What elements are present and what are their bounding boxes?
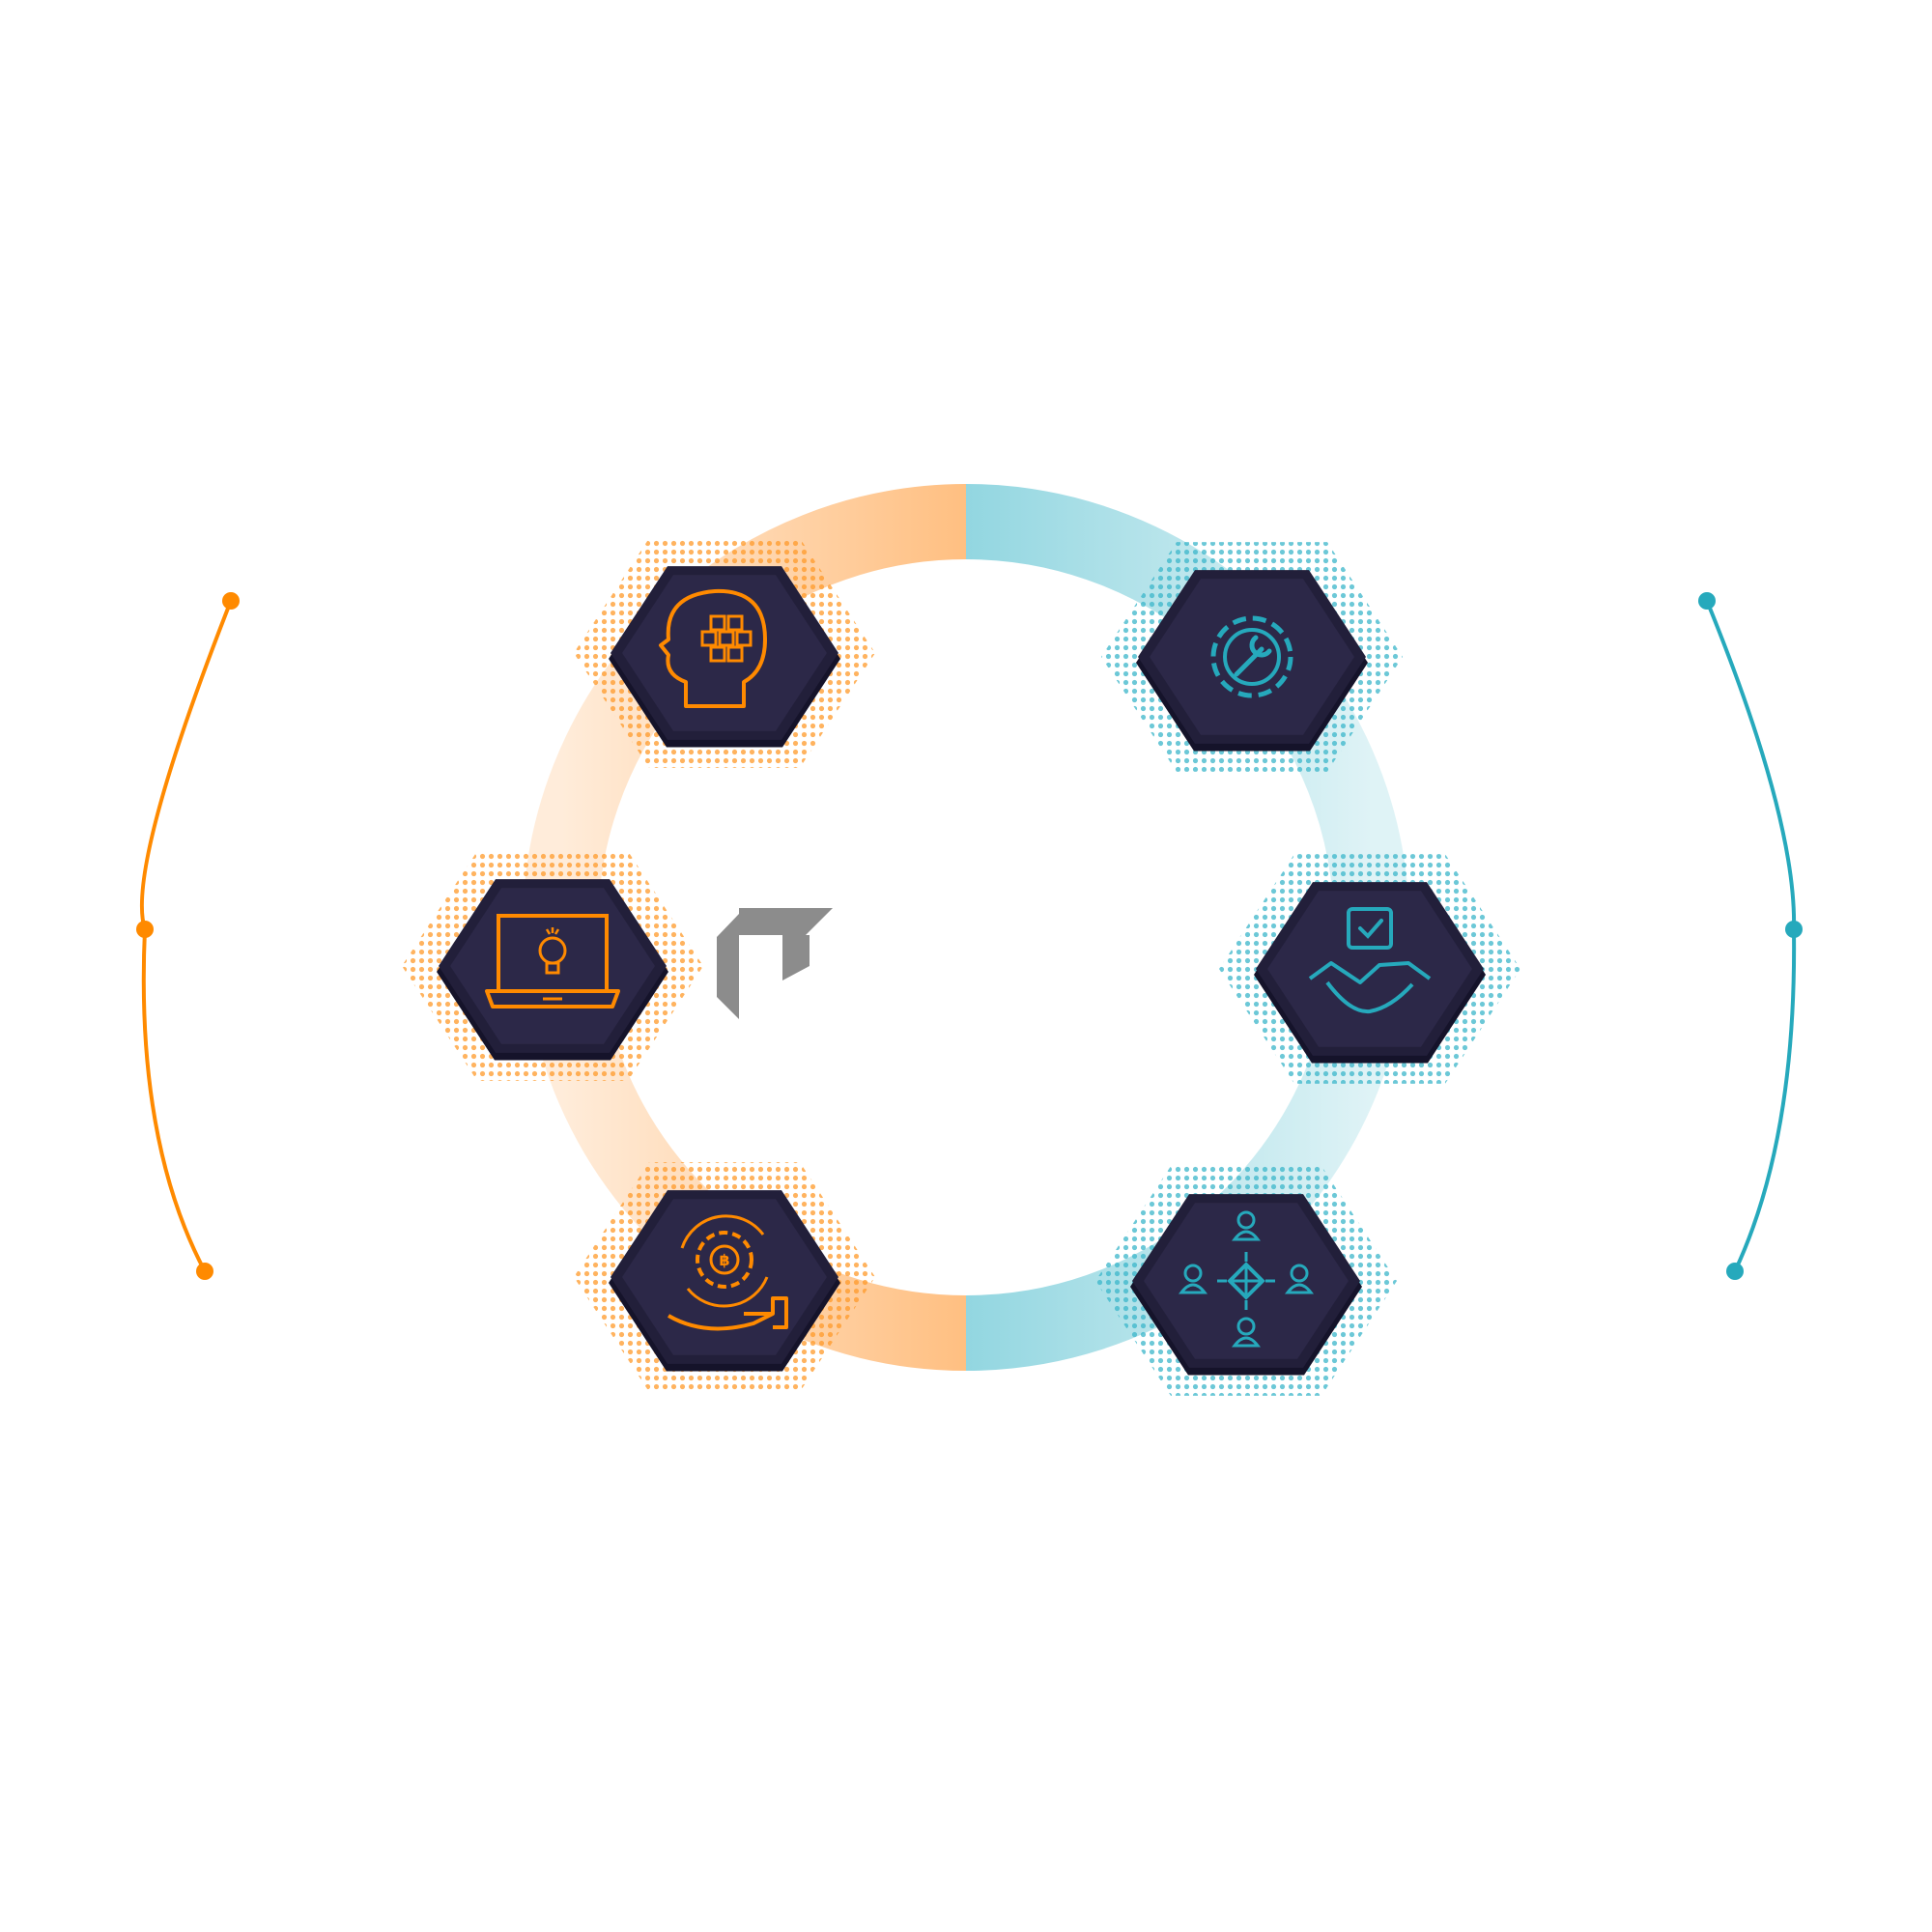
left-bracket bbox=[136, 592, 240, 1280]
hex-nodes: ฿ bbox=[402, 538, 1520, 1396]
hex-node-left-3: ฿ bbox=[574, 1162, 875, 1392]
brain-blockchain-icon bbox=[659, 588, 767, 708]
handshake-check-icon bbox=[1308, 907, 1432, 1014]
gear-wrench-icon bbox=[1210, 615, 1293, 698]
logo-mark-icon bbox=[717, 908, 833, 1019]
right-bracket bbox=[1698, 592, 1803, 1280]
hex-node-right-1 bbox=[1101, 542, 1403, 772]
svg-text:฿: ฿ bbox=[719, 1251, 729, 1269]
hex-node-left-2 bbox=[402, 851, 703, 1081]
hand-gear-bitcoin-icon: ฿ bbox=[667, 1214, 788, 1331]
laptop-lightbulb-icon bbox=[485, 914, 620, 1009]
hex-node-right-3 bbox=[1095, 1166, 1397, 1396]
network-people-icon bbox=[1178, 1210, 1315, 1348]
hex-node-left-1 bbox=[574, 538, 875, 768]
hex-node-right-2 bbox=[1219, 854, 1520, 1084]
